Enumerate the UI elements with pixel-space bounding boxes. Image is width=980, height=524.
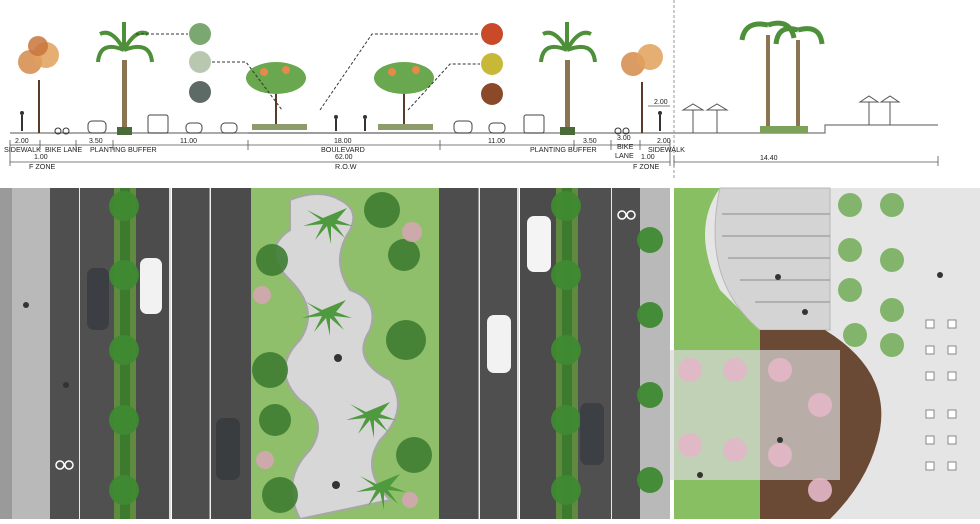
dim-road-right: 11.00 xyxy=(488,138,505,145)
sidewalk-left xyxy=(0,188,12,519)
street-section: 2.00 3.50 11.00 18.00 11.00 3.50 3.00 2.… xyxy=(4,0,939,180)
umbrella-icon xyxy=(681,95,901,133)
label-fzone-left: F ZONE xyxy=(29,162,56,171)
dim-row: 62.00 xyxy=(335,154,353,161)
dim-boulevard: 18.00 xyxy=(334,138,352,145)
bike-lane-left xyxy=(50,188,80,519)
flowering-trees xyxy=(678,358,832,502)
car-icon xyxy=(87,120,506,134)
boulevard-trees xyxy=(252,192,432,513)
dim-fzone-right: 1.00 xyxy=(641,154,655,161)
autumn-tree-icon xyxy=(621,44,663,133)
dim-sidewalk-left: 2.00 xyxy=(15,138,29,145)
flowering-shrubs xyxy=(253,222,422,508)
boulevard-tree-icon xyxy=(246,62,307,130)
palm-tree-icon xyxy=(539,22,597,135)
bus-icon xyxy=(147,114,545,134)
detail-callouts xyxy=(136,23,503,111)
section-labels: SIDEWALK BIKE LANE F ZONE PLANTING BUFFE… xyxy=(4,142,685,171)
dim-road-left: 11.00 xyxy=(180,138,197,145)
palm-tree-icon xyxy=(302,208,406,510)
dim-plaza: 14.40 xyxy=(760,155,778,162)
dim-fzone-left: 1.00 xyxy=(34,154,48,161)
road-lane xyxy=(136,188,170,519)
person-icon xyxy=(20,111,662,131)
person-icon xyxy=(23,272,943,489)
bike-icon xyxy=(54,127,630,135)
dim-buffer-left: 3.50 xyxy=(89,138,103,145)
bike-icon xyxy=(55,210,636,470)
label-fzone-right: F ZONE xyxy=(633,162,660,171)
label-planting-buffer-right: PLANTING BUFFER xyxy=(530,145,597,154)
label-planting-buffer-left: PLANTING BUFFER xyxy=(90,145,157,154)
label-sidewalk-right: SIDEWALK xyxy=(648,145,685,154)
car-icon xyxy=(87,216,604,480)
bike-lane-right xyxy=(612,188,640,519)
label-bike-right-2: LANE xyxy=(615,151,634,160)
road-lane xyxy=(80,188,114,519)
label-sidewalk-left: SIDEWALK xyxy=(4,145,41,154)
fzone-left xyxy=(12,188,50,519)
label-bike-lane-left: BIKE LANE xyxy=(45,145,82,154)
dimension-values: 2.00 3.50 11.00 18.00 11.00 3.50 3.00 2.… xyxy=(15,99,778,162)
street-trees xyxy=(109,191,663,505)
dim-bike-right: 3.00 xyxy=(617,135,631,142)
dim-buffer-right: 3.50 xyxy=(583,138,597,145)
palm-tree-icon xyxy=(739,20,825,133)
dim-sidewalk-right: 2.00 xyxy=(657,138,671,145)
boulevard-tree-icon xyxy=(374,62,434,130)
dim-upper-right: 2.00 xyxy=(654,99,668,106)
label-boulevard: BOULEVARD xyxy=(321,145,365,154)
label-row: R.O.W xyxy=(335,162,357,171)
autumn-tree-icon xyxy=(18,36,59,133)
dimension-lines xyxy=(9,105,939,166)
plan-view xyxy=(0,187,980,521)
road-lane xyxy=(172,188,210,519)
road-lane xyxy=(578,188,612,519)
plaza-trees xyxy=(838,193,904,357)
amphitheater-steps xyxy=(722,213,830,303)
road-lane xyxy=(439,188,479,519)
label-bike-right-1: BIKE xyxy=(617,142,634,151)
palm-tree-icon xyxy=(96,22,154,135)
cafe-tables xyxy=(925,319,957,471)
